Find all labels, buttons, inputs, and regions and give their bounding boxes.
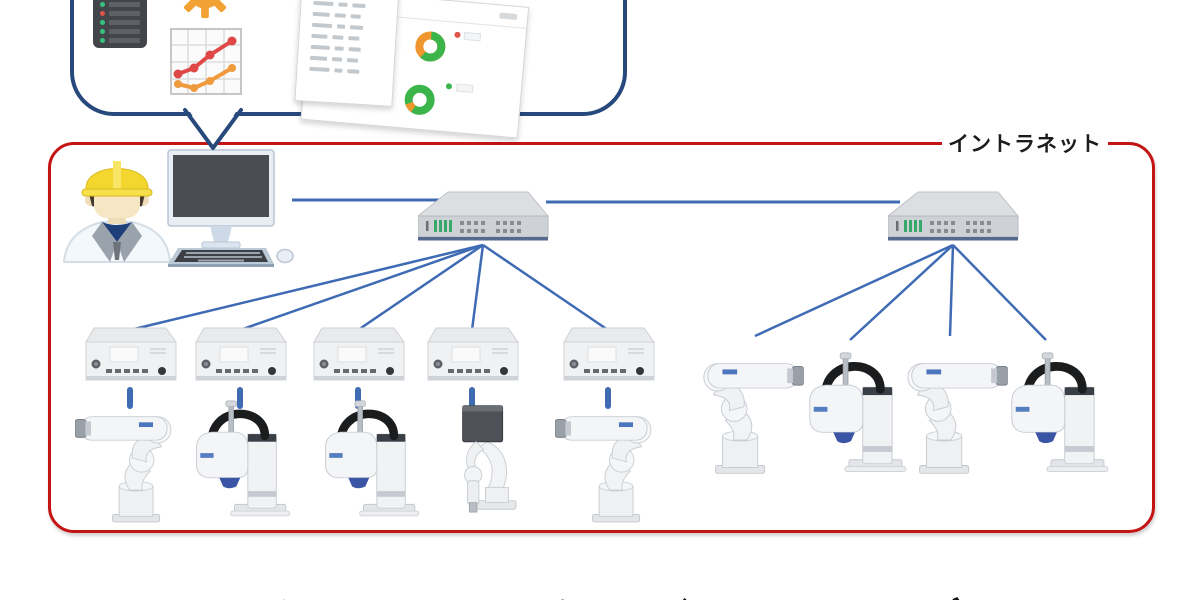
donut-dashboard-window — [300, 0, 530, 139]
network-switch-right — [888, 191, 1019, 241]
worker-figure — [62, 161, 172, 263]
compact-folded-robot — [462, 405, 517, 513]
status-checklist-icon — [93, 0, 147, 48]
six-axis-robot — [75, 416, 172, 523]
robot-controller — [427, 327, 519, 381]
gear-icon — [183, 0, 227, 19]
robot-controller — [195, 327, 287, 381]
robot-controller — [563, 327, 655, 381]
caption-title: システムイメージ — [0, 566, 1200, 600]
scara-robot — [1012, 353, 1108, 472]
controller-robot-links — [127, 387, 611, 409]
scara-robot — [810, 353, 906, 472]
trend-chart-icon — [170, 28, 242, 95]
donut-charts — [404, 31, 482, 115]
six-axis-robot — [555, 416, 652, 523]
intranet-label: イントラネット — [942, 128, 1108, 158]
desktop-pc — [167, 149, 294, 267]
scara-robot — [326, 401, 419, 516]
scara-robot — [197, 401, 290, 516]
robot-controller — [85, 327, 177, 381]
six-axis-robot — [703, 363, 804, 474]
intranet-boundary-box — [48, 142, 1155, 533]
robot-controller — [313, 327, 405, 381]
report-table-window — [294, 0, 400, 107]
bubble-tail — [183, 104, 243, 150]
six-axis-robot — [907, 363, 1008, 474]
toolbar-button — [499, 12, 518, 20]
